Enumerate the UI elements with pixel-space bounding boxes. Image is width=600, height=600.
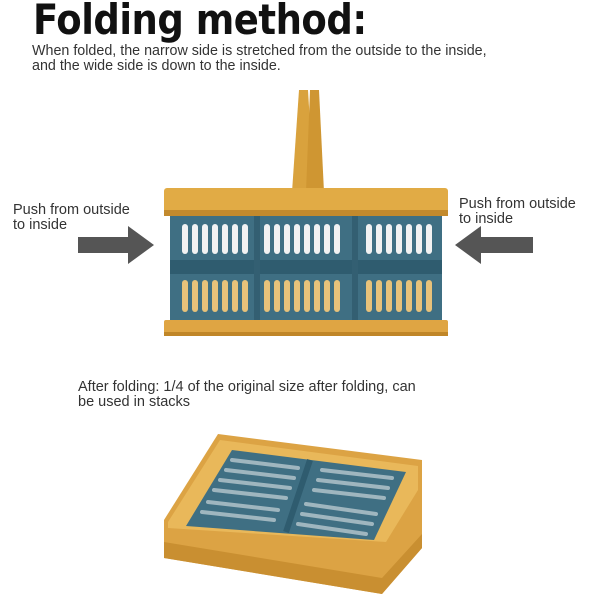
arrow-left-icon — [455, 226, 533, 264]
description-line-2: and the wide side is down to the inside. — [32, 58, 281, 74]
left-instruction-line-1: Push from outside — [13, 202, 130, 218]
right-instruction-line-1: Push from outside — [459, 196, 576, 212]
right-push-instruction: Push from outside to inside — [459, 197, 576, 227]
right-instruction-line-2: to inside — [459, 211, 514, 227]
open-basket-image — [164, 90, 448, 336]
left-instruction-line-2: to inside — [13, 217, 68, 233]
folded-caption-line-1: After folding: 1/4 of the original size … — [78, 379, 416, 395]
folded-caption-line-2: be used in stacks — [78, 394, 191, 410]
arrow-right-icon — [78, 226, 154, 264]
folding-description: When folded, the narrow side is stretche… — [32, 44, 592, 74]
left-push-instruction: Push from outside to inside — [13, 203, 130, 233]
folded-caption: After folding: 1/4 of the original size … — [78, 380, 416, 410]
folded-basket-image — [164, 434, 422, 594]
page-title: Folding method: — [33, 0, 367, 45]
description-line-1: When folded, the narrow side is stretche… — [32, 43, 487, 59]
